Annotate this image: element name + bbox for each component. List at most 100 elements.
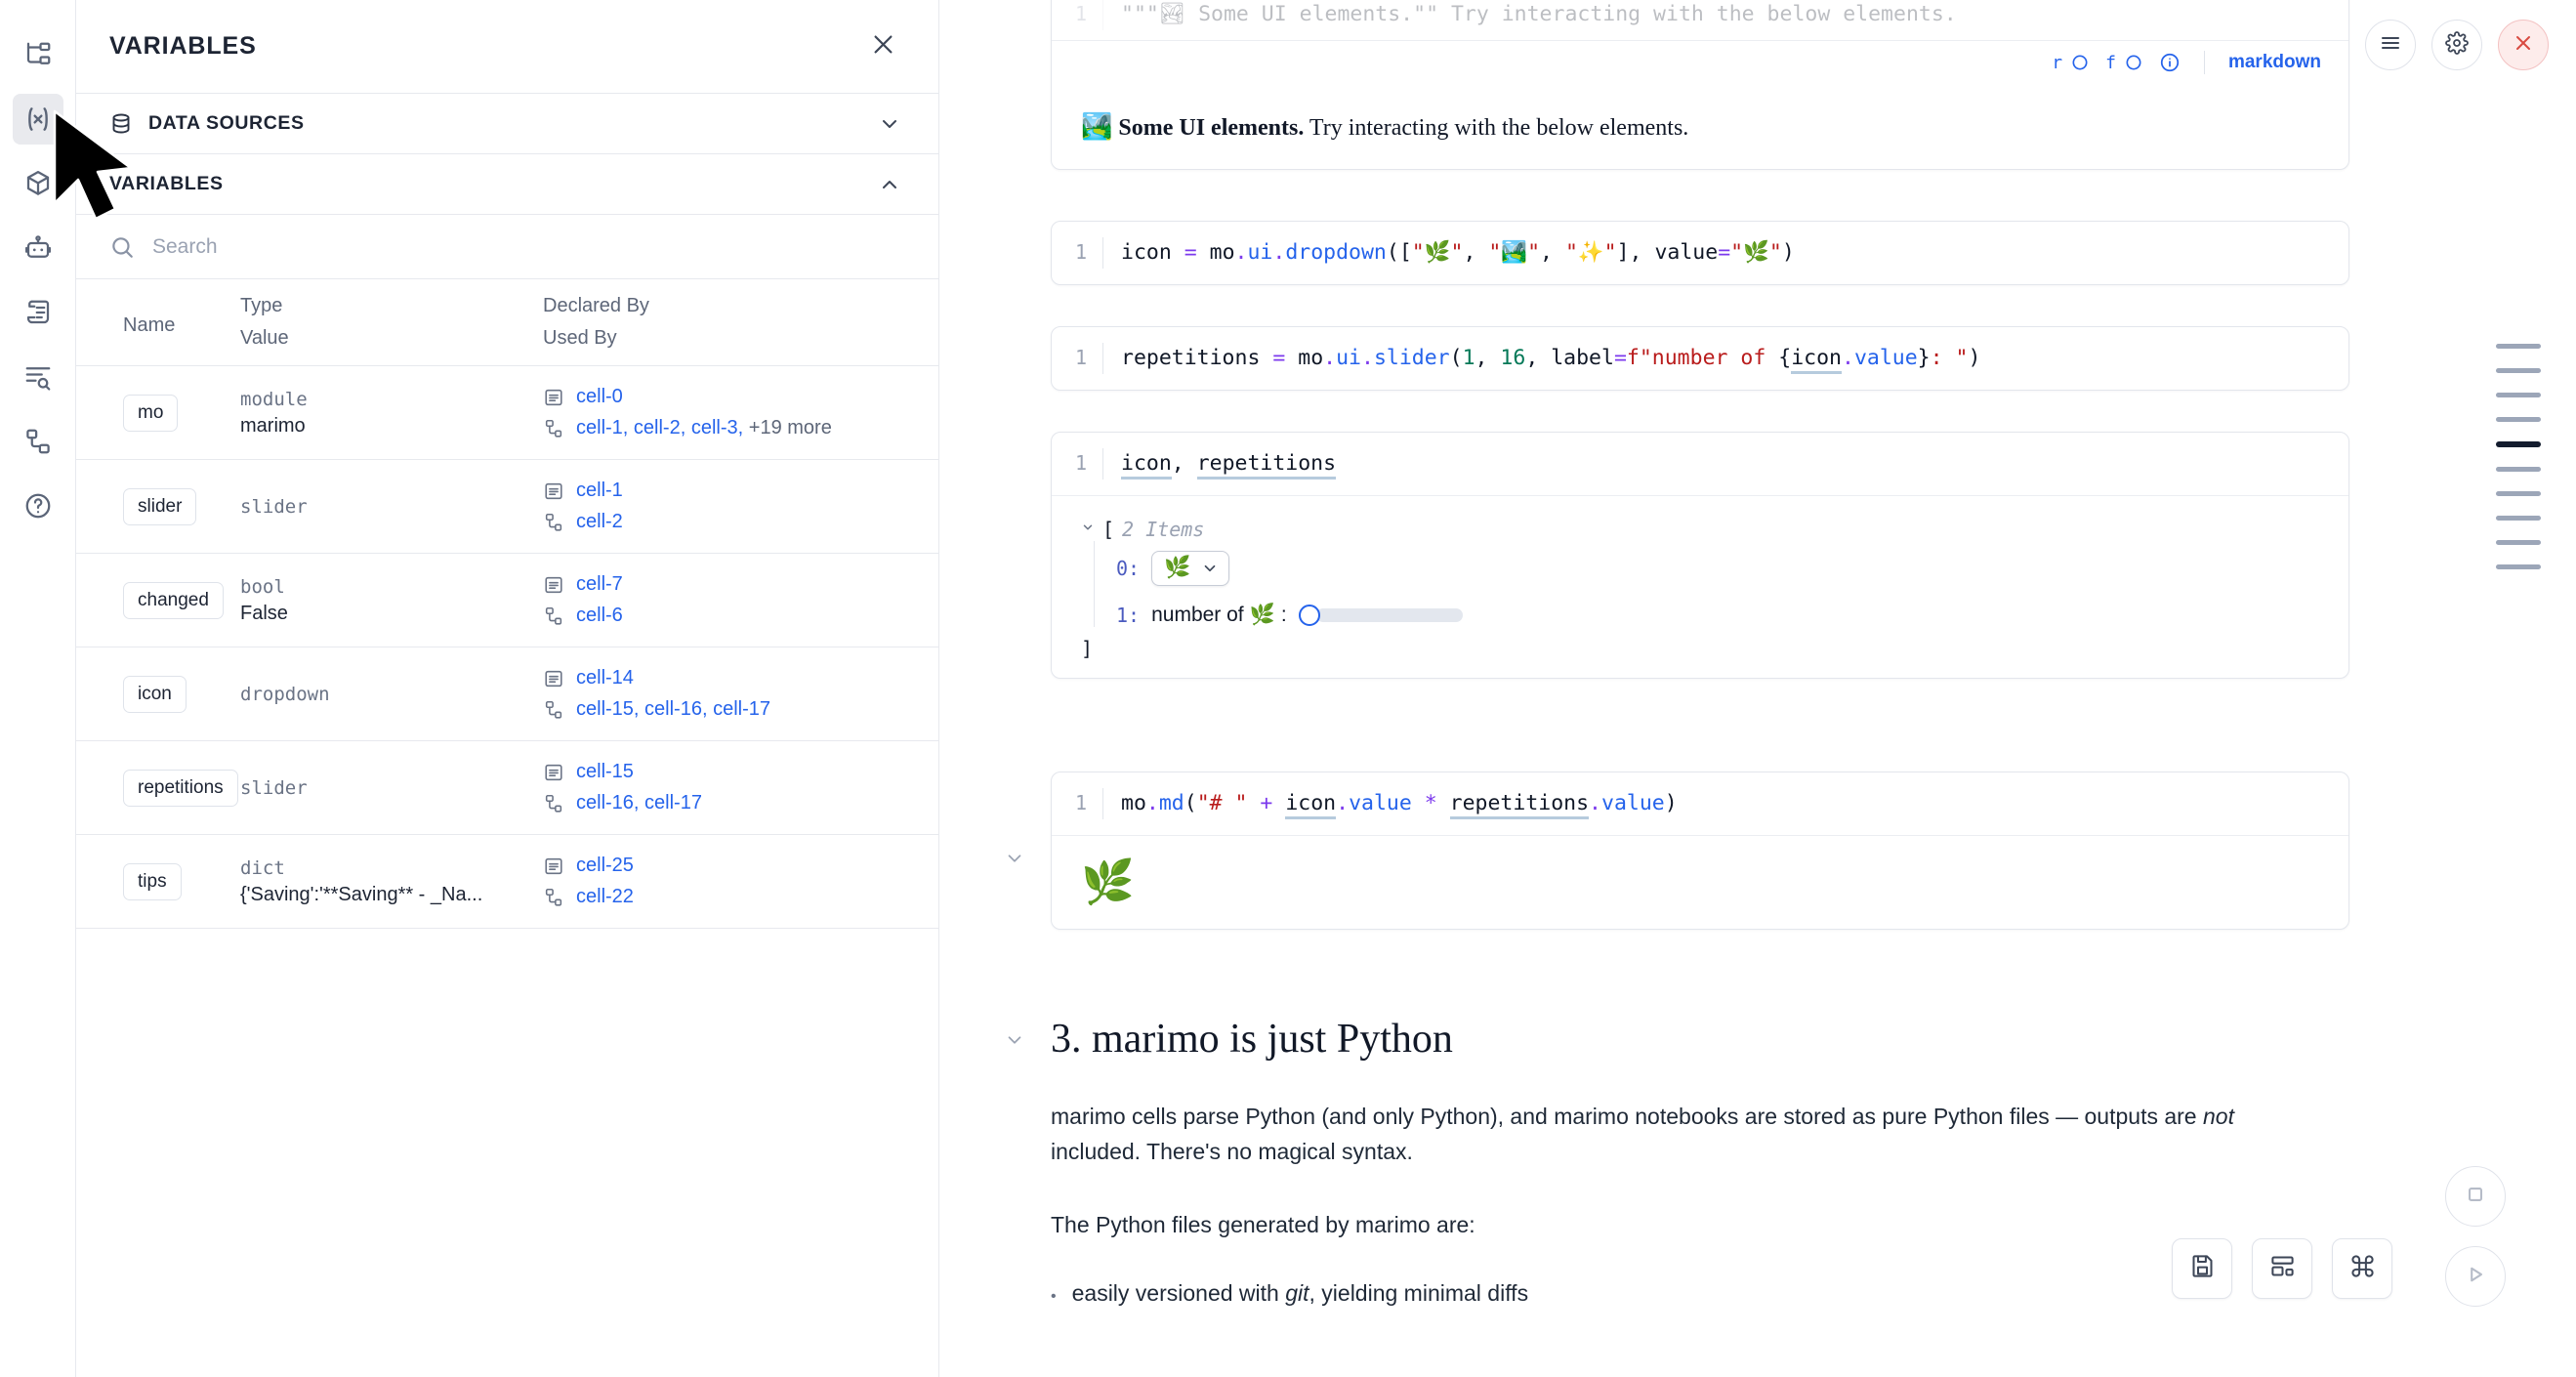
cell-settings-button[interactable] — [2431, 20, 2482, 70]
bullet-1-part-b: , yielding minimal diffs — [1309, 1279, 1529, 1306]
run-controls — [2445, 1166, 2506, 1307]
close-panel-button[interactable] — [864, 28, 901, 65]
cell-delete-button[interactable] — [2498, 20, 2549, 70]
code-editor-md[interactable]: mo.md("# " + icon.value * repetitions.va… — [1102, 788, 2331, 820]
cell-menu-button[interactable] — [2365, 20, 2416, 70]
variable-name-chip[interactable]: slider — [123, 487, 197, 525]
cell-links: cell-7 — [576, 573, 623, 596]
cell-link[interactable]: cell-15 — [576, 761, 634, 782]
minimap-mark[interactable] — [2496, 417, 2541, 422]
cell-link[interactable]: cell-22 — [576, 886, 634, 907]
bullet-1-emphasis: git — [1285, 1279, 1309, 1306]
minimap-mark[interactable] — [2496, 368, 2541, 373]
column-declared-used: Declared By Used By — [543, 279, 938, 366]
cell-language-label[interactable]: markdown — [2227, 52, 2321, 73]
variable-name-chip[interactable]: repetitions — [123, 769, 238, 807]
cell-minimap — [2488, 344, 2549, 569]
cell-info-icon[interactable] — [2159, 52, 2181, 73]
cell-link[interactable]: cell-0 — [576, 386, 623, 407]
cell-link[interactable]: cell-6 — [576, 605, 623, 626]
minimap-mark[interactable] — [2496, 393, 2541, 397]
variable-name-chip[interactable]: tips — [123, 862, 182, 900]
minimap-mark[interactable] — [2496, 491, 2541, 496]
cell-link[interactable]: cell-16 — [576, 792, 634, 814]
rail-item-dependency-graph[interactable] — [13, 416, 63, 467]
toolbar-format-key-f[interactable]: f — [2105, 53, 2143, 73]
variable-name-cell: slider — [76, 459, 240, 554]
inspector-close-bracket: ] — [1081, 637, 1094, 661]
cell-link[interactable]: cell-17 — [644, 792, 702, 814]
variables-panel: VARIABLES DATA SOURCES VARIABLES — [76, 0, 939, 1377]
rail-item-outline[interactable] — [13, 352, 63, 402]
minimap-mark[interactable] — [2496, 516, 2541, 521]
panel-title: VARIABLES — [109, 32, 257, 60]
stop-button[interactable] — [2445, 1166, 2506, 1227]
rail-item-packages[interactable] — [13, 158, 63, 209]
code-editor-icon[interactable]: icon = mo.ui.dropdown(["🌿", "🏞️", "✨"], … — [1102, 237, 2331, 270]
section-paragraph-1: marimo cells parse Python (and only Pyth… — [1051, 1100, 2252, 1169]
outline-search-icon — [23, 362, 53, 392]
slider-widget[interactable] — [1298, 605, 1463, 627]
circle-icon — [2126, 55, 2141, 70]
slider-track[interactable] — [1315, 608, 1463, 623]
cell-link[interactable]: cell-25 — [576, 855, 634, 876]
rail-item-variables[interactable] — [12, 94, 63, 145]
rail-item-documentation[interactable] — [13, 287, 63, 338]
cell-link[interactable]: cell-14 — [576, 667, 634, 688]
run-all-button[interactable] — [2445, 1246, 2506, 1307]
minimap-mark[interactable] — [2496, 467, 2541, 472]
dependency-graph-icon — [23, 427, 53, 456]
layout-grid-icon — [2269, 1253, 2296, 1284]
cell-link[interactable]: cell-1 — [576, 417, 623, 438]
variable-name-cell: changed — [76, 553, 240, 647]
cells-line: cell-15 — [543, 761, 929, 783]
code-editor-display[interactable]: icon, repetitions — [1102, 448, 2331, 480]
close-icon — [870, 31, 896, 63]
minimap-mark[interactable] — [2496, 540, 2541, 545]
cell-link[interactable]: cell-3 — [690, 417, 738, 438]
cell-link[interactable]: cell-17 — [713, 698, 771, 720]
cell-fold-toggle[interactable] — [1004, 848, 1025, 869]
search-input[interactable] — [152, 234, 901, 259]
inspector-header[interactable]: [ 2 Items — [1081, 518, 2319, 541]
cell-markdown-top: 1 """🏞 Some UI elements."" Try interacti… — [1051, 0, 2349, 171]
rail-item-chat[interactable] — [13, 223, 63, 273]
code-editor-repetitions[interactable]: repetitions = mo.ui.slider(1, 16, label=… — [1102, 343, 2331, 375]
toolbar-run-key-r[interactable]: r — [2052, 53, 2090, 73]
floating-toolbar — [2172, 1238, 2392, 1299]
cell-display-widgets: 1 icon, repetitions [ 2 Items — [1051, 432, 2349, 680]
variables-icon — [22, 104, 54, 135]
more-cells-label[interactable]: +19 more — [748, 417, 832, 438]
cell-link[interactable]: cell-7 — [576, 573, 623, 595]
cell-link[interactable]: cell-15 — [576, 698, 634, 720]
variable-name-chip[interactable]: mo — [123, 394, 179, 432]
section-variables[interactable]: VARIABLES — [76, 154, 938, 215]
save-button[interactable] — [2172, 1238, 2232, 1299]
variable-name-chip[interactable]: icon — [123, 675, 187, 713]
minimap-mark[interactable] — [2496, 564, 2541, 569]
rail-item-file-tree[interactable] — [13, 29, 63, 80]
cells-line: cell-1, cell-2, cell-3, +19 more — [543, 417, 929, 439]
minimap-mark[interactable] — [2496, 344, 2541, 349]
layout-button[interactable] — [2252, 1238, 2312, 1299]
slider-knob[interactable] — [1298, 605, 1320, 627]
variable-name-chip[interactable]: changed — [123, 581, 224, 619]
cells-line: cell-6 — [543, 605, 929, 627]
cell-link[interactable]: cell-2 — [633, 417, 681, 438]
cell-link[interactable]: cell-1 — [576, 480, 623, 501]
keyboard-shortcuts-button[interactable] — [2332, 1238, 2392, 1299]
top-cell-code[interactable]: """🏞 Some UI elements."" Try interacting… — [1102, 0, 2331, 31]
dropdown-widget[interactable]: 🌿 — [1151, 551, 1229, 587]
variables-panel-header: VARIABLES — [76, 0, 938, 94]
minimap-mark[interactable] — [2496, 441, 2541, 447]
dropdown-value-emoji: 🌿 — [1164, 556, 1191, 581]
cell-link[interactable]: cell-16 — [644, 698, 702, 720]
cell-link[interactable]: cell-2 — [576, 511, 623, 532]
section-fold-toggle[interactable] — [1004, 1029, 1025, 1051]
rail-item-help[interactable] — [13, 480, 63, 531]
cells-line: cell-0 — [543, 386, 929, 408]
cells-line: cell-7 — [543, 573, 929, 596]
section-data-sources[interactable]: DATA SOURCES — [76, 94, 938, 154]
run-key-r-label: r — [2052, 52, 2063, 73]
